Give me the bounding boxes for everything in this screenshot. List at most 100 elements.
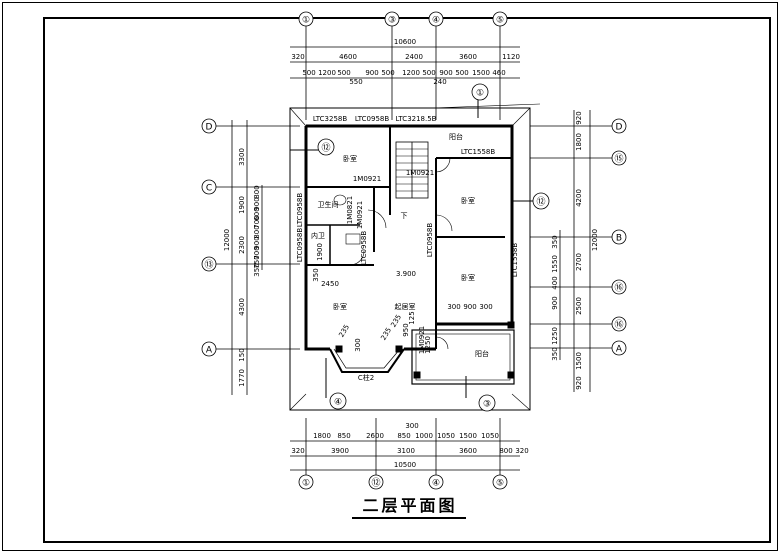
dim-bottom-r1-1: 850 <box>337 432 350 440</box>
axis-top-1: ① <box>302 16 310 26</box>
axis-bottom-3: ④ <box>432 479 440 489</box>
axis-right-5: ⑯ <box>614 320 623 331</box>
dim-top-r3-2: 500 <box>337 69 350 77</box>
inner-axis-labels: ① ⑫ ⑫ ④ ③ <box>321 89 545 410</box>
axis-inner-5: ③ <box>483 400 491 410</box>
plan-body <box>289 100 541 411</box>
room-bedroom-ne: 卧室 <box>461 196 475 205</box>
dim-left-r2-1: 1900 <box>238 196 246 214</box>
dim-s-10: 350 <box>312 268 320 281</box>
bottom-axes <box>290 418 520 490</box>
code-c-column: C柱2 <box>358 373 374 382</box>
axis-top-4: ⑤ <box>496 16 504 26</box>
dim-top-r3-4: 550 <box>349 78 362 86</box>
dim-top-r3-11: 460 <box>492 69 505 77</box>
room-labels: 卧室 卧室 卧室 卧室 卫生间 内卫 起居室 阳台 阳台 下 3.900 245… <box>311 132 489 358</box>
dim-bottom-r1-7: 1500 <box>459 432 477 440</box>
top-axes <box>290 11 520 120</box>
dim-left-r3-4: 800 <box>253 225 261 238</box>
dim-right-r3-4: 1250 <box>551 327 559 345</box>
code-10: 1M0921 <box>356 201 364 229</box>
dim-s-1: 900 <box>463 303 476 311</box>
room-balcony-s: 阳台 <box>475 349 489 358</box>
dim-top-r3-5: 500 <box>381 69 394 77</box>
left-axis-labels: D C ⑬ A <box>204 123 213 356</box>
room-balcony-n: 阳台 <box>449 132 463 141</box>
top-dimension-text: 10600 320 4600 2400 3600 1120 500 1200 5… <box>291 38 520 86</box>
dim-top-r2-1: 4600 <box>339 53 357 61</box>
dim-bottom-r1-2: 2600 <box>366 432 384 440</box>
left-dimension-text: 12000 3300 1900 2300 4300 150 1770 800 9… <box>223 148 261 387</box>
dim-left-r2-0: 3300 <box>238 148 246 166</box>
dim-right-r2-3: 2700 <box>575 253 583 271</box>
code-labels: LTC3258B LTC0958B LTC3218.5B LTC1558B LT… <box>296 115 519 382</box>
dim-top-r3-1: 1200 <box>318 69 336 77</box>
axis-right-1: D <box>616 123 623 133</box>
dim-top-r3-0: 500 <box>302 69 315 77</box>
dim-bottom-r2-4: 800 <box>499 447 512 455</box>
dim-bottom-overall: 10500 <box>394 461 416 469</box>
dim-bottom-r1-5: 1000 <box>415 432 433 440</box>
dim-right-overall: 12000 <box>591 229 599 251</box>
code-5: LTC0958B <box>296 228 304 263</box>
dim-left-r3-2: 600 <box>253 207 261 220</box>
inner-axis-bubbles <box>317 83 550 412</box>
dim-left-r2-3: 4300 <box>238 298 246 316</box>
code-4: LTC0958B <box>296 193 304 228</box>
dim-right-r2-4: 2500 <box>575 297 583 315</box>
dim-bottom-r1-4: 850 <box>397 432 410 440</box>
room-bedroom-e: 卧室 <box>461 273 475 282</box>
axis-inner-4: ④ <box>334 398 342 408</box>
axis-right-6: A <box>616 345 623 355</box>
dim-top-r2-2: 2400 <box>405 53 423 61</box>
room-dim-2450: 2450 <box>321 280 339 288</box>
dim-top-r3-10: 1500 <box>472 69 490 77</box>
dim-s-5: 235 <box>379 326 393 342</box>
dim-top-r2-4: 1120 <box>502 53 520 61</box>
room-bathroom: 卫生间 <box>318 200 339 209</box>
axis-left-3: ⑬ <box>204 260 213 271</box>
dim-bottom-r2-0: 320 <box>291 447 304 455</box>
right-axes <box>530 110 627 392</box>
dim-left-r3-0: 800 <box>253 185 261 198</box>
dim-right-r3-0: 350 <box>551 235 559 248</box>
right-dimension-text: 12000 920 1800 4200 2700 2500 1500 920 3… <box>551 111 599 389</box>
axis-left-1: D <box>206 123 213 133</box>
dim-top-overall: 10600 <box>394 38 416 46</box>
dim-right-r3-2: 400 <box>551 276 559 289</box>
dim-right-r2-6: 920 <box>575 376 583 389</box>
dim-top-r3-8: 900 <box>439 69 452 77</box>
code-0: LTC3258B <box>313 115 348 123</box>
dim-s-9: 1250 <box>424 336 432 354</box>
code-1: LTC0958B <box>355 115 390 123</box>
axis-left-2: C <box>206 184 212 194</box>
dim-bottom-r2-3: 3600 <box>459 447 477 455</box>
dim-top-r2-0: 320 <box>291 53 304 61</box>
dim-left-r2-4: 150 <box>238 348 246 361</box>
right-axis-labels: D ⑮ B ⑯ ⑯ A <box>614 123 623 355</box>
top-axis-labels: ① ③ ④ ⑤ <box>302 16 504 26</box>
dim-s-4: 300 <box>354 338 362 351</box>
dim-s-7: 125 <box>408 311 416 324</box>
dim-s-0: 300 <box>447 303 460 311</box>
sheet-inner-border <box>43 17 771 543</box>
dim-left-r3-6: 700 <box>253 246 261 259</box>
axis-right-4: ⑯ <box>614 283 623 294</box>
code-8: 1M0921 <box>353 175 381 183</box>
code-9: 1M0821 <box>346 196 354 224</box>
stair-down-label: 下 <box>401 212 408 220</box>
dim-left-r2-2: 2300 <box>238 236 246 254</box>
left-axes <box>201 118 300 395</box>
dim-bottom-r2-5: 320 <box>515 447 528 455</box>
dim-right-r3-5: 350 <box>551 347 559 360</box>
code-13: LTC0958B <box>360 231 368 266</box>
axis-inner-2: ⑫ <box>321 143 330 154</box>
room-bedroom-sw: 卧室 <box>333 302 347 311</box>
dim-top-r3-7: 500 <box>422 69 435 77</box>
axis-bottom-1: ① <box>302 479 310 489</box>
bottom-dimension-text: 1800 850 2600 300 850 1000 1050 1500 105… <box>291 422 528 469</box>
dim-left-overall: 12000 <box>223 229 231 251</box>
dim-bottom-r1-0: 1800 <box>313 432 331 440</box>
dim-bottom-r1-8: 1050 <box>481 432 499 440</box>
